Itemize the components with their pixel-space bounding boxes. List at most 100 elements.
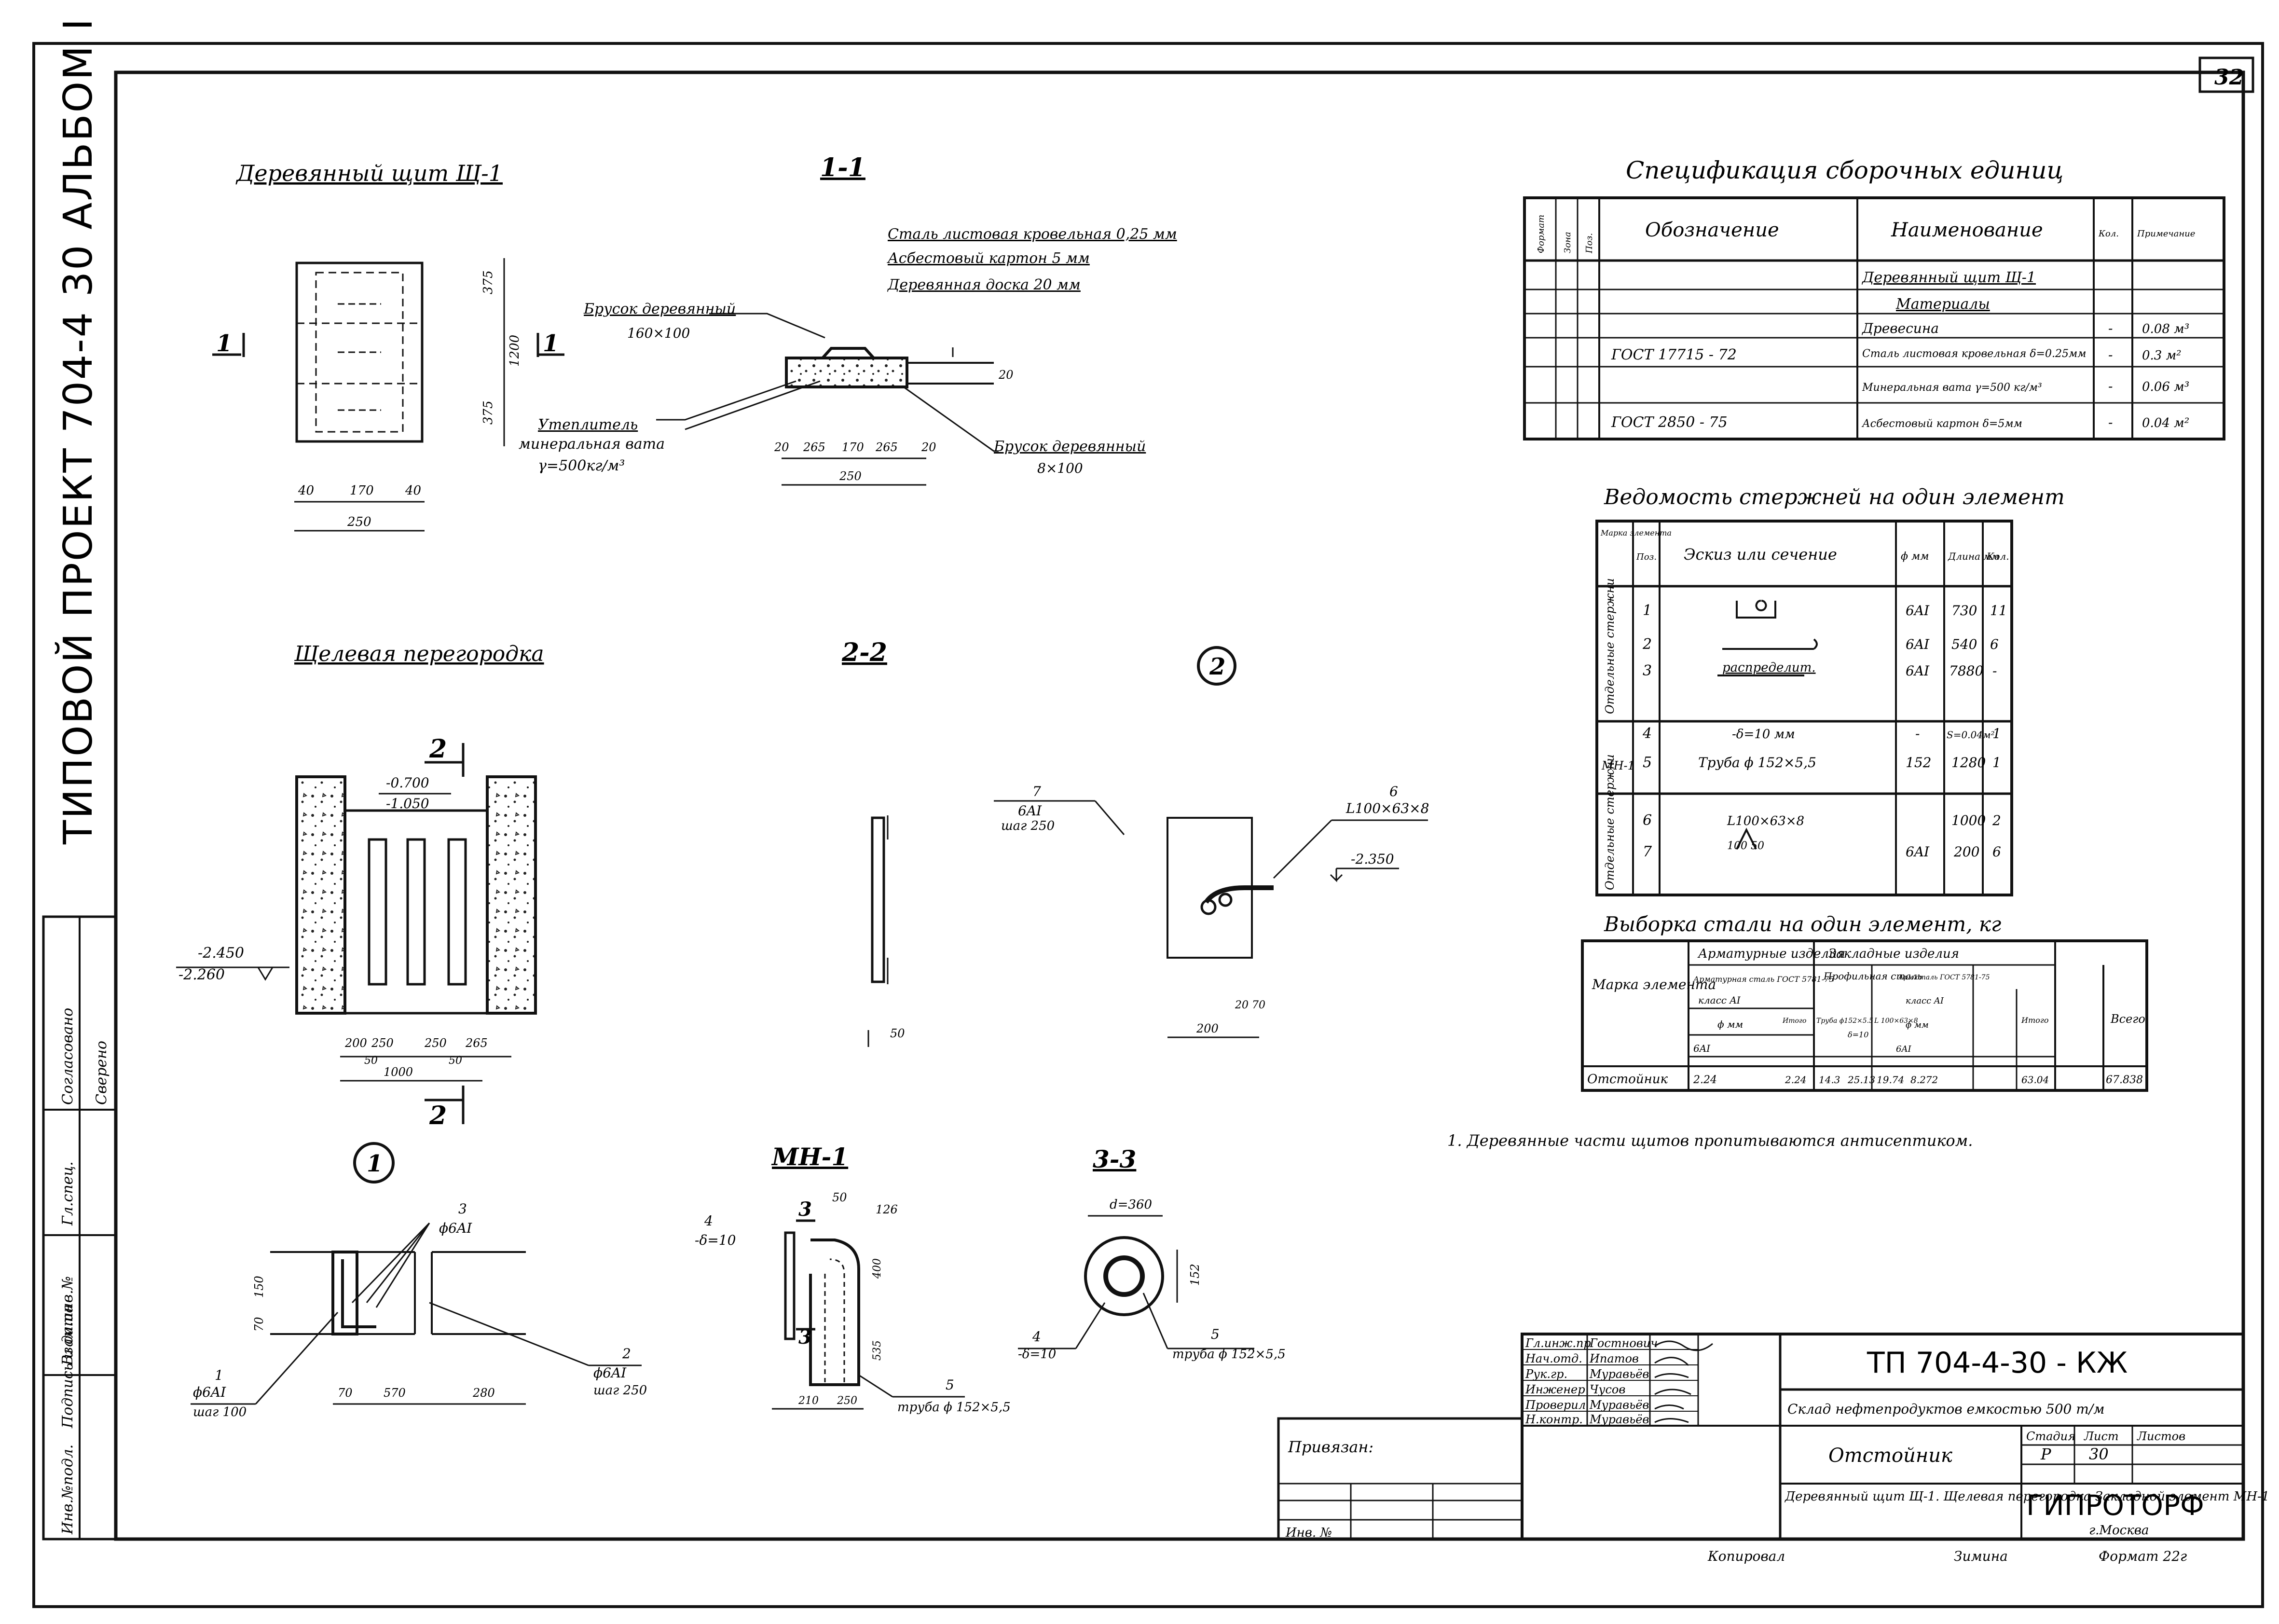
tb-role-5: Проверил	[1525, 1398, 1586, 1412]
side-role-1: Инв.№подл.	[59, 1445, 76, 1535]
tb-project: Склад нефтепродуктов емкостью 500 т/м	[1787, 1401, 2104, 1417]
side-role-4: Гл.спец.	[59, 1161, 76, 1226]
rods-r1-qty: 11	[1990, 603, 2007, 619]
node-1-dim-150: 150	[252, 1276, 266, 1298]
section-3-dim-152: 152	[1188, 1264, 1202, 1286]
section-2-title: 2-2	[841, 638, 887, 667]
rods-r5-len: 1280	[1951, 755, 1986, 771]
rods-h-mark: Марка элемента	[1600, 528, 1672, 537]
section-2-dim-200: 200	[1196, 1022, 1219, 1035]
steel-row-arm2: 8.272	[1910, 1074, 1938, 1086]
tb-object: Отстойник	[1828, 1445, 1952, 1467]
spec-r2-note: 0.08 м³	[2142, 322, 2189, 336]
rods-table: Ведомость стержней на один элемент Марка…	[1595, 485, 2065, 896]
shield-cut-mark-left: 1	[216, 330, 232, 357]
rods-r6-qty: 2	[1992, 812, 2001, 828]
section-1-note-4: минеральная вата	[519, 436, 665, 453]
steel-table: Выборка стали на один элемент, кг Марка …	[1581, 912, 2148, 1092]
mn-plate: -δ=10	[695, 1232, 736, 1248]
steel-h-class: класс AI	[1698, 994, 1741, 1006]
spec-r1-name: Материалы	[1895, 296, 1990, 313]
mn-dim-126: 126	[876, 1203, 898, 1216]
sheet-corner-box	[2198, 56, 2254, 93]
partition-top-level2: -1.050	[386, 796, 429, 812]
shield-w-total: 250	[347, 515, 371, 529]
spec-r3-name: Сталь листовая кровельная δ=0.25мм	[1862, 348, 2086, 360]
shield-w2: 170	[350, 483, 374, 498]
sheet-corner-number: 32	[2214, 65, 2244, 90]
steel-h-embedded: Закладные изделия	[1828, 947, 1959, 961]
side-role-3: Взам.инв.№	[59, 1276, 76, 1366]
steel-h-arm-steel: Арматурная сталь ГОСТ 5781-75	[1693, 975, 1834, 984]
steel-h-plate: δ=10	[1848, 1030, 1868, 1039]
rods-group-3: Отдельные стержни	[1603, 754, 1617, 890]
spec-h-qty: Кол.	[2098, 229, 2119, 239]
spec-r3-qty: -	[2108, 347, 2113, 363]
shield-h-total: 1200	[508, 335, 522, 367]
rods-r6-len: 1000	[1951, 812, 1986, 828]
rods-h-qty: Кол.	[1986, 551, 2009, 562]
steel-h-total1: Итого	[1782, 1017, 1806, 1025]
steel-h-dia: ϕ мм	[1717, 1018, 1743, 1030]
side-role-5: Согласовано	[59, 1008, 76, 1105]
steel-h-grand: Всего	[2110, 1012, 2145, 1026]
tb-city: г.Москва	[2089, 1523, 2149, 1538]
section-2-pos-7: 7	[1032, 784, 1041, 799]
node-1: 1 3 ϕ6AI 1 ϕ6AI шаг 100 2 ϕ6AI шаг 250 7…	[191, 1142, 647, 1419]
section-3-dia: d=360	[1110, 1197, 1152, 1212]
mn-dim-250: 250	[837, 1395, 857, 1407]
section-1-note-2: 160×100	[627, 325, 690, 341]
tb-name-4: Чусов	[1590, 1383, 1625, 1396]
rods-r1-dia: 6AI	[1906, 603, 1930, 619]
steel-row-grand: 67.838	[2106, 1074, 2143, 1086]
rods-h-dia: ϕ мм	[1901, 551, 1929, 563]
partition-cut-bottom: 2	[429, 1101, 447, 1130]
tb-role-1: Гл.инж.пр	[1525, 1336, 1591, 1350]
tb-role-3: Рук.гр.	[1525, 1367, 1567, 1381]
inner-frame	[114, 70, 2245, 1541]
steel-row-plate: 25.13	[1847, 1074, 1875, 1086]
side-stamp-title: ТИПОВОЙ ПРОЕКТ 704-4 30 АЛЬБОМ I	[55, 17, 101, 845]
spec-table: Спецификация сборочных единиц Формат Зон…	[1523, 156, 2225, 440]
shield-cut-mark-right: 1	[543, 330, 559, 357]
mn-cut-3-top: 3	[798, 1198, 812, 1221]
section-2-6ai: 6AI	[1018, 803, 1042, 819]
section-1-note-7: 8×100	[1037, 460, 1083, 476]
spec-r5-qty: -	[2108, 414, 2113, 430]
rods-r2-qty: 6	[1990, 636, 1999, 652]
tb-role-4: Инженер	[1525, 1383, 1585, 1396]
shield-w3: 40	[405, 483, 421, 498]
tb-sheets-label: Листов	[2137, 1430, 2185, 1443]
mn-pos-4: 4	[704, 1213, 713, 1229]
spec-r4-qty: -	[2108, 378, 2113, 394]
rods-r6-sketch: L100×63×8	[1727, 814, 1804, 828]
spec-h-pos: Поз.	[1584, 233, 1594, 254]
steel-row-6ai: 2.24	[1693, 1074, 1717, 1086]
rods-r3-sketch: распределит.	[1722, 661, 1816, 675]
rods-r1-len: 730	[1951, 603, 1977, 619]
node-1-dim-280: 280	[472, 1386, 495, 1400]
spec-r5-name: Асбестовый картон δ=5мм	[1861, 418, 2022, 430]
tb-copier: Зимина	[1954, 1548, 2008, 1564]
steel-h-armature: Арматурные изделия	[1697, 947, 1845, 961]
rods-r3-dia: 6AI	[1906, 663, 1930, 679]
section-3-pos-4: 4	[1032, 1329, 1041, 1345]
rods-r4-pos: 4	[1642, 725, 1652, 742]
note-1: 1. Деревянные части щитов пропитываются …	[1447, 1131, 1973, 1150]
tb-sheet: 30	[2089, 1445, 2109, 1463]
steel-row-total2: 63.04	[2021, 1074, 2049, 1086]
section-1-dim-1: 20	[774, 440, 789, 454]
rods-r6-pos: 6	[1643, 812, 1652, 829]
tb-name-1: Гостнович	[1589, 1336, 1658, 1350]
section-2-pos-6: 6	[1389, 784, 1398, 799]
section-1-note-5: γ=500кг/м³	[538, 457, 625, 474]
rods-r3-qty: -	[1992, 663, 1997, 679]
section-1-dim-4: 265	[875, 440, 898, 454]
rods-r7-len: 200	[1953, 844, 1979, 860]
steel-h-profile: Профильная сталь	[1823, 970, 1922, 982]
section-2-2: 2-2 7 6AI шаг 250 50 6 L100×63×8 -2.350 …	[841, 638, 1429, 1047]
section-1-layer-3: Деревянная доска 20 мм	[887, 276, 1081, 293]
spec-r5-note: 0.04 м²	[2142, 416, 2189, 430]
node-1-3-dia: ϕ6AI	[439, 1220, 472, 1236]
section-1-dim-3: 170	[842, 440, 864, 454]
